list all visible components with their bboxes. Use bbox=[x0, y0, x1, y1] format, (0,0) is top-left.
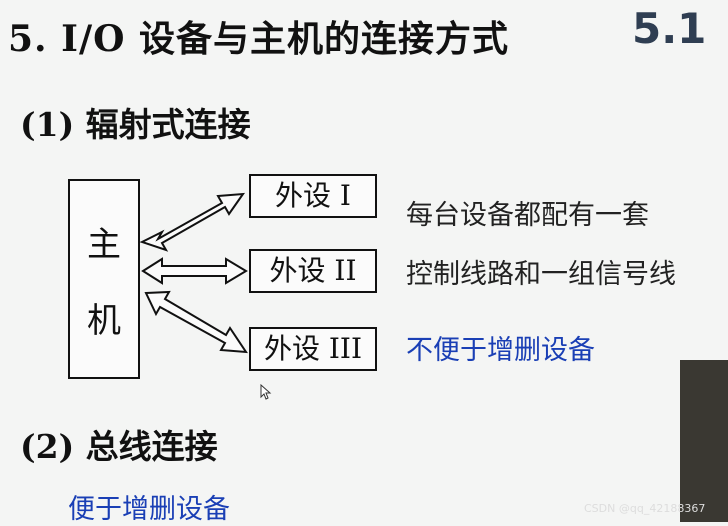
note-control-and-signal-lines: 控制线路和一组信号线 bbox=[406, 252, 676, 291]
note-easy-to-add-remove: 便于增删设备 bbox=[68, 487, 230, 526]
arrow-host-device-2 bbox=[143, 259, 246, 283]
note-dedicated-lines: 每台设备都配有一套 bbox=[406, 193, 649, 232]
watermark-text: CSDN @qq_42188367 bbox=[584, 502, 705, 515]
arrow-host-device-1 bbox=[142, 194, 243, 250]
arrow-host-device-3 bbox=[146, 292, 246, 352]
section-bus-heading: (2) 总线连接 bbox=[20, 420, 218, 468]
note-hard-to-add-remove: 不便于增删设备 bbox=[406, 328, 595, 367]
mouse-cursor-icon bbox=[260, 384, 272, 400]
video-overlay-corner bbox=[680, 360, 728, 522]
